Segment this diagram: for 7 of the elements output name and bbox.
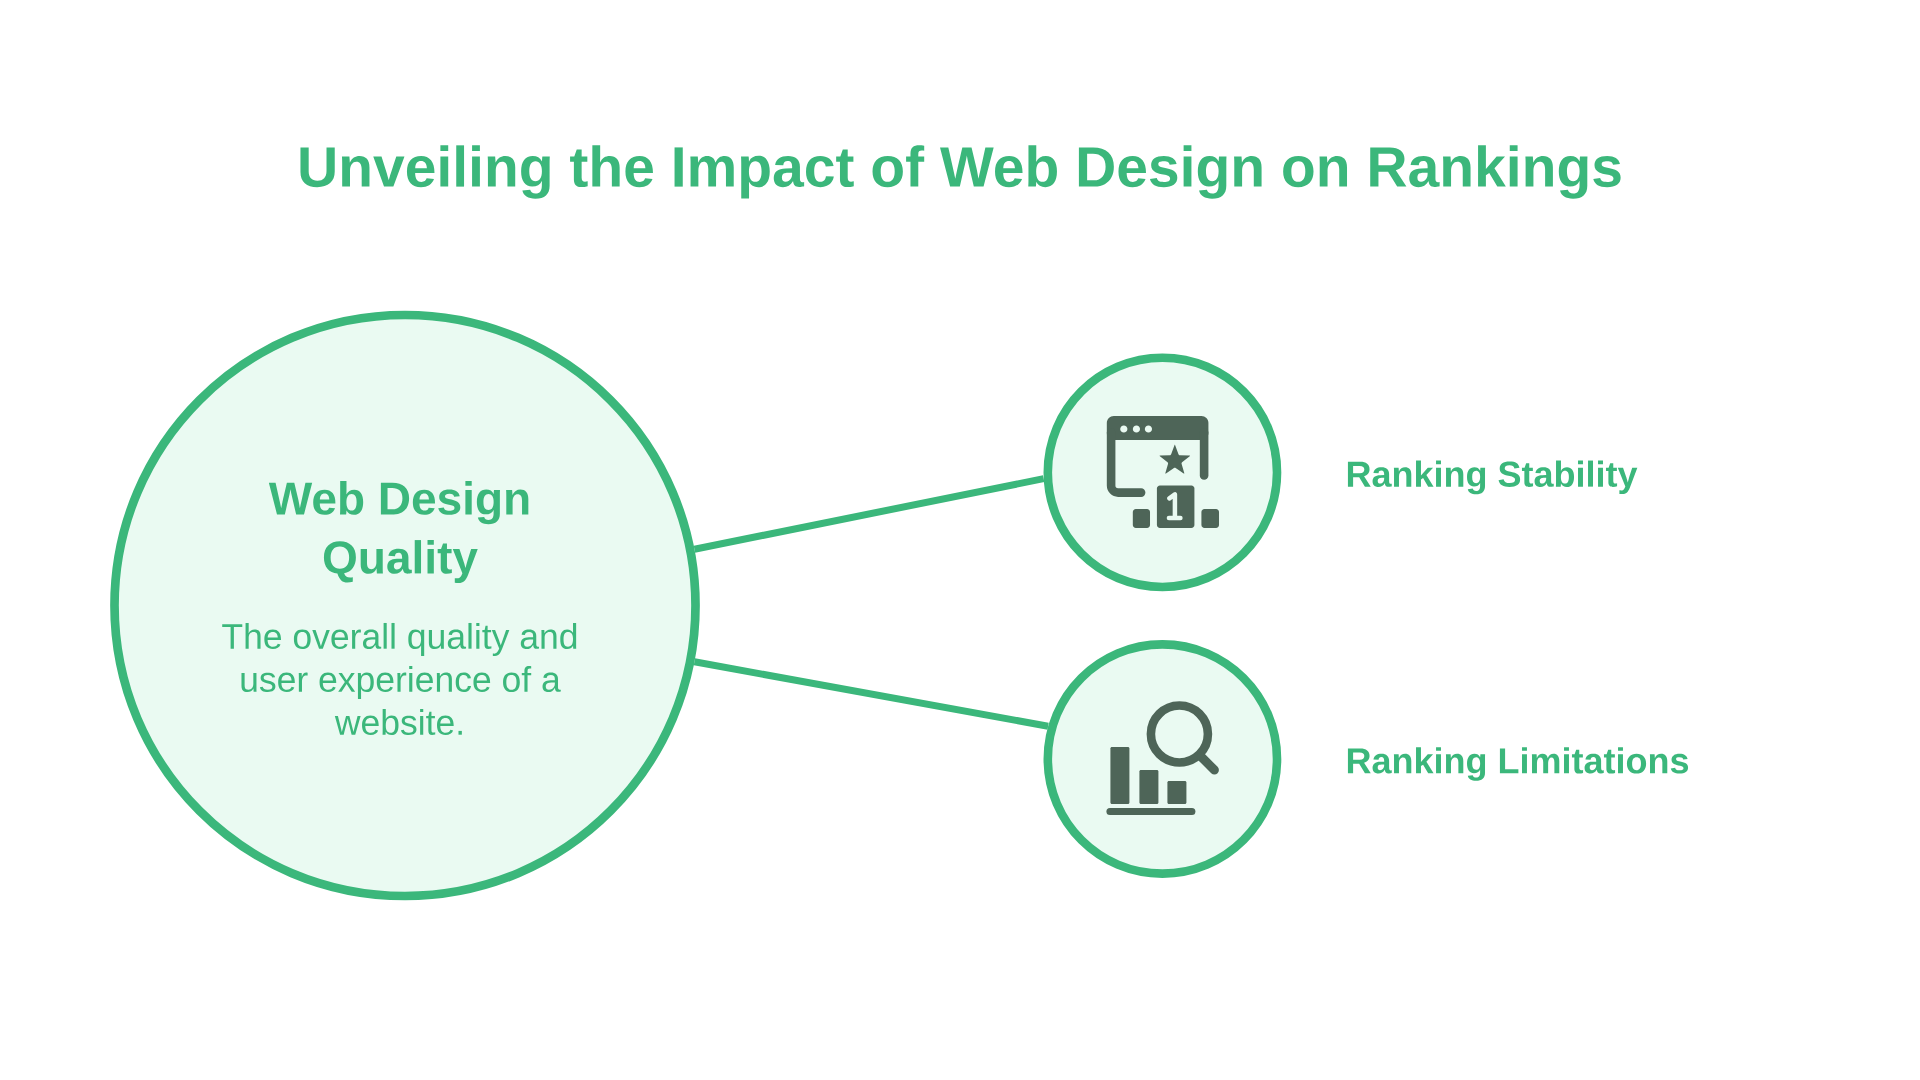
heading: Web Design Quality [268, 481, 529, 583]
circle-label: Ranking Limitations [1347, 747, 1689, 781]
connector-line [693, 475, 1045, 553]
title: Unveiling the Impact of Web Design on Rankings [300, 145, 1621, 199]
description: The overall quality and user experience of a website. [222, 622, 577, 736]
circle-label: Ranking Stability [1347, 460, 1638, 495]
connector-line [693, 658, 1049, 730]
